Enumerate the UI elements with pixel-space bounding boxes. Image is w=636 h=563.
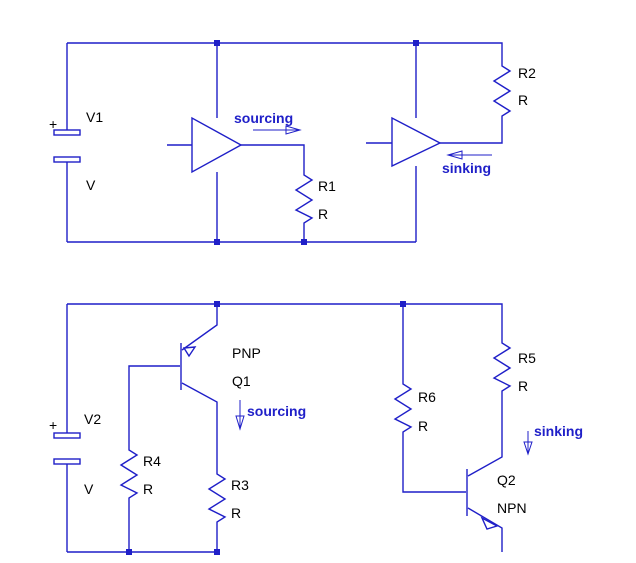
buffer1-triangle	[191, 116, 243, 174]
battery-v1-plate-top	[53, 129, 81, 136]
transistor-q2-type: NPN	[497, 500, 527, 516]
resistor-r2-value: R	[518, 92, 528, 108]
junction-dot	[214, 239, 220, 245]
transistor-q1-type: PNP	[232, 345, 261, 361]
resistor-r4-zigzag	[119, 443, 139, 503]
sourcing-arrow-icon	[253, 125, 302, 135]
resistor-r4-value: R	[143, 481, 153, 497]
battery-v1-plate-bottom	[53, 156, 81, 163]
battery-v2-plus-sign: +	[49, 417, 57, 433]
sourcing-arrow-icon	[235, 400, 245, 431]
bottom-wire-rail-upper	[67, 303, 503, 336]
top-wire-rail-upper	[67, 42, 503, 63]
battery-v2-name: V2	[84, 411, 101, 427]
junction-dot	[126, 549, 132, 555]
resistor-r5-zigzag	[492, 336, 512, 396]
transistor-q1-name: Q1	[232, 373, 251, 389]
junction-dot	[301, 239, 307, 245]
battery-v2-plate-bottom	[53, 458, 81, 465]
resistor-r5-value: R	[518, 378, 528, 394]
battery-v2-plate-top	[53, 432, 81, 439]
top-circuit: + V1 V R1 R R2 R sourcing sinking	[49, 40, 536, 245]
transistor-q2-name: Q2	[497, 472, 516, 488]
resistor-r6-value: R	[418, 418, 428, 434]
battery-v1-name: V1	[86, 109, 103, 125]
resistor-r1-zigzag	[294, 168, 314, 228]
battery-v2	[53, 428, 81, 468]
bottom-wire-r5-to-collector	[467, 396, 503, 477]
top-wire-buffer1-output	[241, 144, 305, 168]
junction-dot	[214, 549, 220, 555]
bottom-wire-q1-base	[128, 365, 180, 443]
junction-dot	[413, 40, 419, 46]
resistor-r3-name: R3	[231, 477, 249, 493]
bottom-wire-r6-to-base	[402, 437, 466, 493]
battery-v1	[53, 126, 81, 166]
annotation-sourcing: sourcing	[247, 403, 306, 419]
resistor-r3-zigzag	[207, 467, 227, 527]
annotation-sinking: sinking	[534, 423, 583, 439]
top-wire-buffer2-output	[440, 122, 503, 144]
resistor-r5-name: R5	[518, 350, 536, 366]
resistor-r6-zigzag	[393, 377, 413, 437]
sinking-arrow-icon	[523, 431, 533, 456]
annotation-sinking: sinking	[442, 160, 491, 176]
bottom-wire-q1-emitter	[181, 304, 218, 351]
resistor-r2-name: R2	[518, 65, 536, 81]
resistor-r4-name: R4	[143, 453, 161, 469]
junction-dot	[400, 301, 406, 307]
bottom-wire-q2-emitter	[467, 507, 503, 552]
battery-v2-value: V	[84, 481, 94, 497]
junction-dot	[214, 301, 220, 307]
transistor-q2-emitter-arrow-icon	[480, 516, 499, 530]
resistor-r6-name: R6	[418, 389, 436, 405]
bottom-circuit: + V2 V PNP Q1 sourcing R4 R R3 R R6 R R5…	[49, 301, 583, 555]
bottom-wire-q1-collector	[181, 382, 218, 467]
annotation-sourcing: sourcing	[234, 110, 293, 126]
battery-v1-value: V	[86, 177, 96, 193]
resistor-r1-value: R	[318, 206, 328, 222]
resistor-r1-name: R1	[318, 178, 336, 194]
resistor-r3-value: R	[231, 505, 241, 521]
resistor-r2-zigzag	[492, 63, 512, 122]
buffer2-triangle	[391, 116, 442, 168]
transistor-q1-emitter-arrow-icon	[182, 346, 197, 358]
sinking-arrow-icon	[446, 150, 492, 160]
junction-dot	[214, 40, 220, 46]
battery-v1-plus-sign: +	[49, 116, 57, 132]
